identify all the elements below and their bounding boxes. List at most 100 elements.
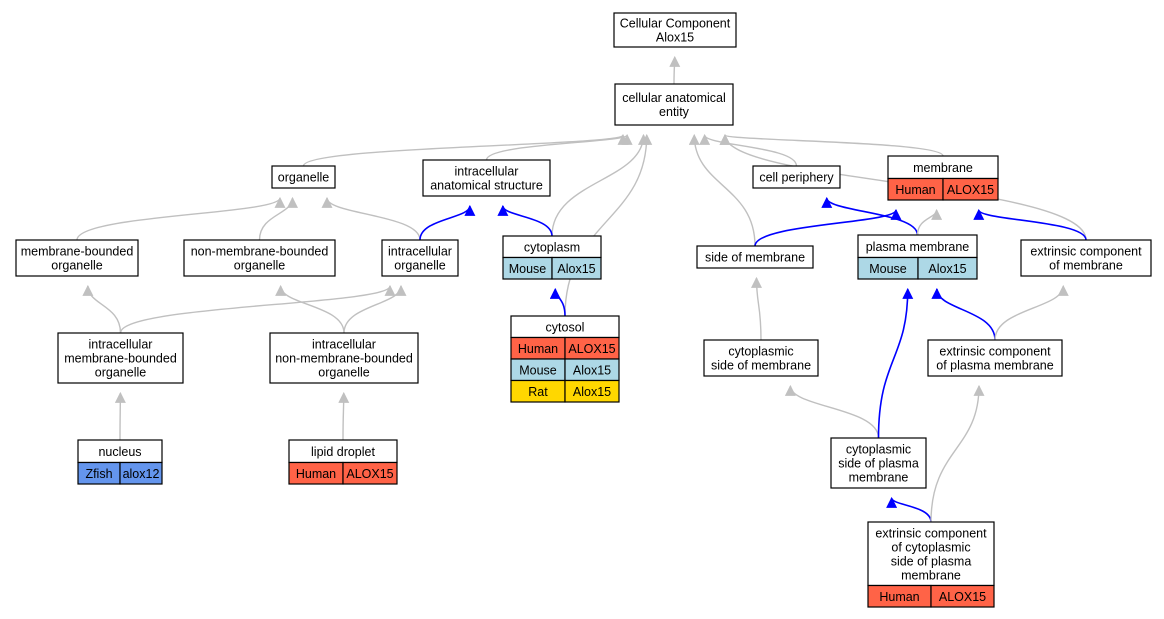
term-box bbox=[830, 437, 927, 489]
term-node-periphery[interactable]: cell periphery bbox=[752, 165, 841, 189]
term-label-line: nucleus bbox=[98, 445, 141, 459]
term-label-line: Alox15 bbox=[656, 31, 694, 45]
gene-cell bbox=[930, 584, 995, 608]
gene-symbol: Alox15 bbox=[557, 262, 595, 276]
edge-ecm-to-membrane bbox=[973, 208, 1087, 241]
term-label-line: membrane bbox=[913, 161, 973, 175]
edge-lipid-to-inmbo bbox=[338, 391, 350, 441]
edge-csom-to-som bbox=[751, 276, 763, 341]
term-label-line: cytosol bbox=[546, 320, 585, 334]
term-label-line: anatomical structure bbox=[430, 179, 543, 193]
species-name: Zfish bbox=[85, 467, 112, 481]
species-name: Human bbox=[895, 183, 935, 197]
term-label-line: of membrane bbox=[1049, 259, 1123, 273]
edge-imbo-to-mbo bbox=[82, 284, 122, 334]
term-box bbox=[752, 165, 841, 189]
term-box bbox=[614, 83, 734, 126]
term-label-line: organelle bbox=[95, 366, 146, 380]
term-label-line: side of plasma bbox=[891, 554, 972, 568]
edge-pm-to-membrane bbox=[916, 208, 943, 236]
gene-cell bbox=[551, 256, 602, 280]
term-label-line: extrinsic component bbox=[1030, 245, 1142, 259]
edge-som-to-cae bbox=[688, 133, 756, 247]
species-name: Rat bbox=[528, 385, 548, 399]
edge-cspm-to-pm bbox=[877, 287, 914, 439]
term-label-line: organelle bbox=[51, 259, 102, 273]
term-box bbox=[613, 12, 737, 48]
term-node-inmbo[interactable]: intracellularnon-membrane-boundedorganel… bbox=[269, 332, 419, 384]
term-label-line: side of plasma bbox=[838, 457, 919, 471]
edge-ias-to-cae bbox=[485, 133, 633, 161]
term-box bbox=[271, 165, 336, 189]
edge-eccspm-to-ecpm bbox=[930, 384, 985, 523]
edge-inmbo-to-nmbo bbox=[275, 284, 345, 334]
term-label-line: of plasma membrane bbox=[936, 359, 1053, 373]
term-label-line: membrane bbox=[849, 471, 909, 485]
term-label-line: cytoplasmic bbox=[728, 345, 793, 359]
term-box bbox=[183, 239, 336, 277]
term-label-line: cytoplasmic bbox=[846, 443, 911, 457]
edge-pm-to-periphery bbox=[821, 196, 919, 236]
term-label-line: side of membrane bbox=[705, 251, 805, 265]
term-node-organelle[interactable]: organelle bbox=[271, 165, 336, 189]
edges-layer bbox=[76, 55, 1087, 523]
term-box bbox=[57, 332, 184, 384]
term-label-line: membrane-bounded bbox=[64, 352, 177, 366]
term-box bbox=[15, 239, 139, 277]
edge-ecpm-to-pm bbox=[931, 287, 996, 341]
term-label-line: membrane bbox=[901, 568, 961, 582]
term-label-line: non-membrane-bounded bbox=[275, 352, 413, 366]
gene-symbol: Alox15 bbox=[573, 363, 611, 377]
edge-io-to-organelle bbox=[321, 196, 421, 241]
species-name: Mouse bbox=[869, 262, 907, 276]
term-label-line: organelle bbox=[278, 171, 329, 185]
gene-symbol: ALOX15 bbox=[939, 590, 986, 604]
term-node-som[interactable]: side of membrane bbox=[696, 245, 814, 269]
edge-som-to-membrane bbox=[754, 208, 902, 247]
term-label-line: cellular anatomical bbox=[622, 91, 726, 105]
term-label-line: intracellular bbox=[89, 338, 153, 352]
species-name: Human bbox=[296, 467, 336, 481]
gene-symbol: ALOX15 bbox=[947, 183, 994, 197]
term-box bbox=[1020, 239, 1152, 277]
term-label-line: Cellular Component bbox=[620, 17, 731, 31]
edge-nmbo-to-organelle bbox=[258, 196, 298, 241]
edge-cytosol-to-cae bbox=[564, 133, 653, 317]
term-label-line: cytoplasm bbox=[524, 240, 580, 254]
term-label-line: membrane-bounded bbox=[21, 245, 134, 259]
term-label-line: non-membrane-bounded bbox=[191, 245, 329, 259]
term-label-line: extrinsic component bbox=[875, 526, 987, 540]
term-label-line: lipid droplet bbox=[311, 445, 375, 459]
gene-symbol: Alox15 bbox=[573, 385, 611, 399]
edge-cytoplasm-to-cae bbox=[551, 133, 649, 237]
term-box bbox=[927, 339, 1063, 377]
species-row-human: Human ALOX15 bbox=[887, 177, 999, 201]
term-label-line: of cytoplasmic bbox=[891, 540, 970, 554]
species-name: Mouse bbox=[509, 262, 547, 276]
edge-ecpm-to-ecm bbox=[994, 284, 1069, 341]
term-box bbox=[696, 245, 814, 269]
